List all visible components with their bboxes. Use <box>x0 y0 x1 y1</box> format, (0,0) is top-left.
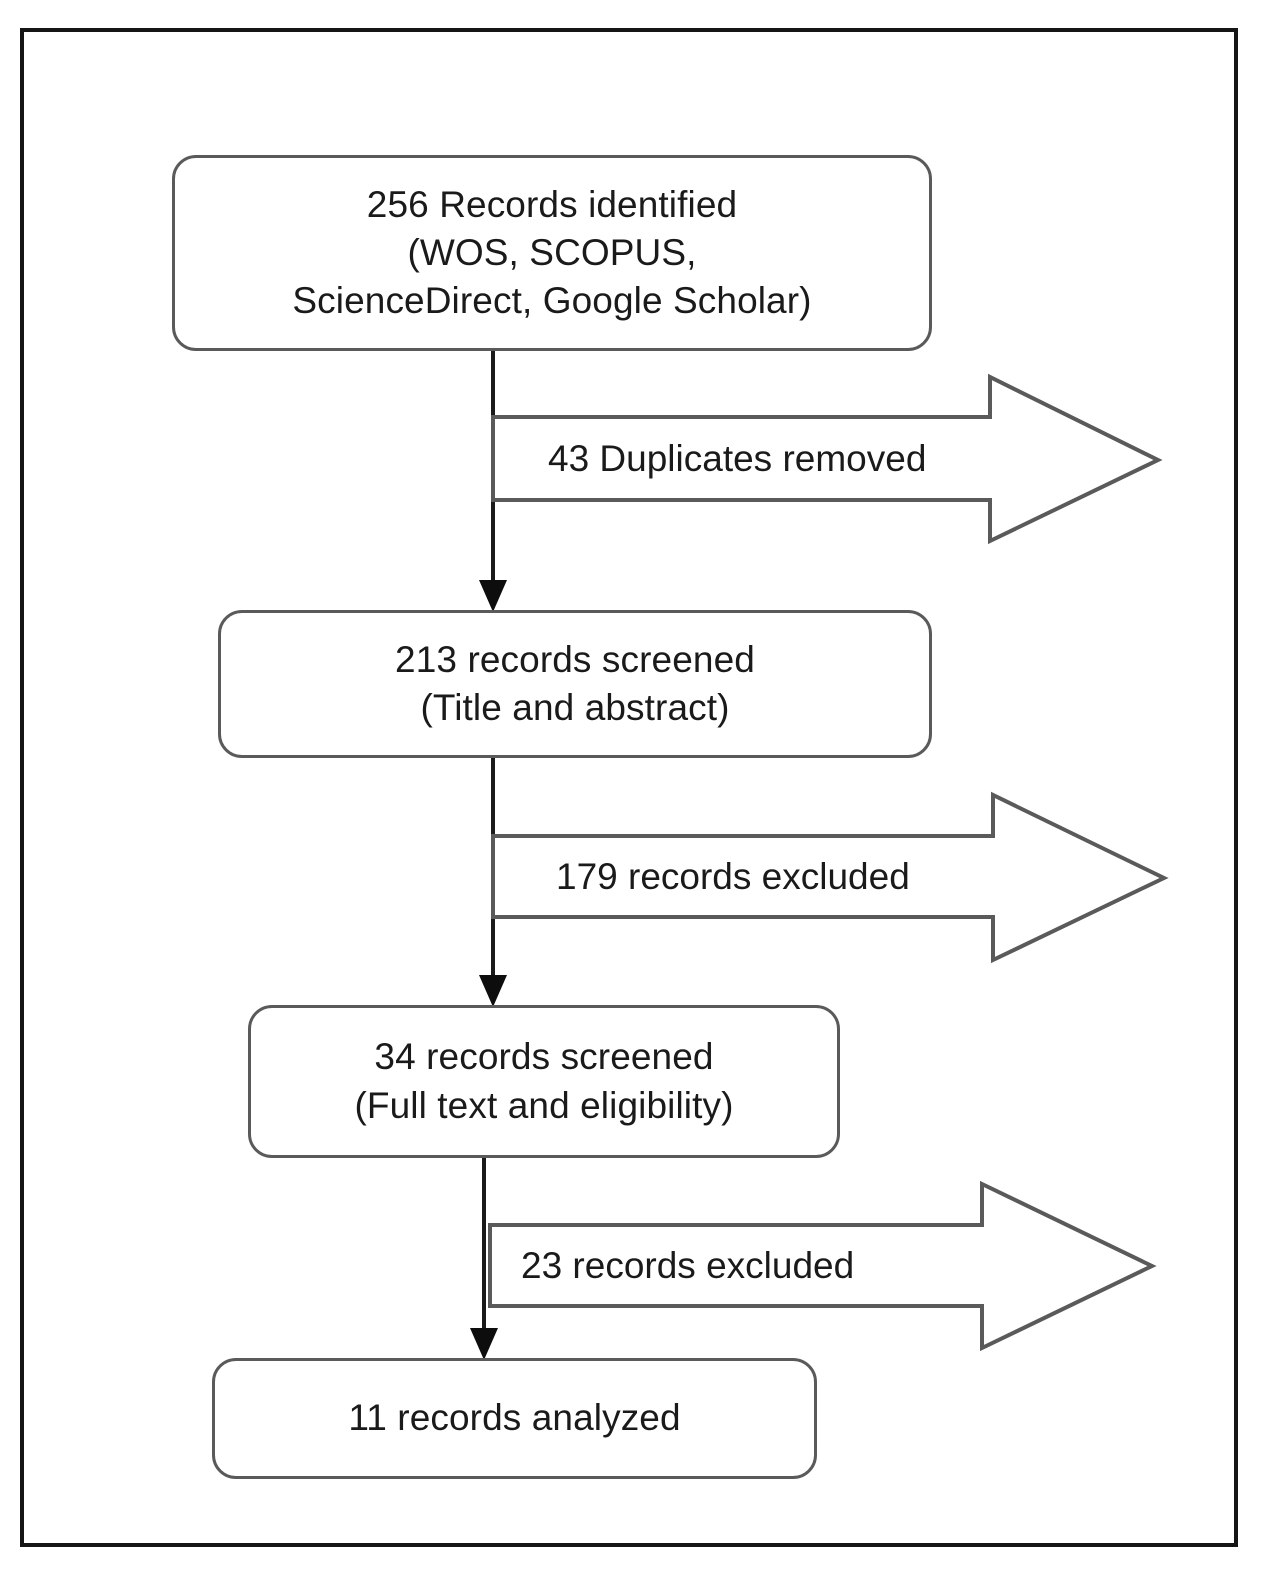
box-line: (WOS, SCOPUS, <box>407 231 697 273</box>
box-records-identified: 256 Records identified (WOS, SCOPUS, Sci… <box>172 155 932 351</box>
box-line: ScienceDirect, Google Scholar) <box>292 280 812 322</box>
box-line: 213 records screened <box>395 638 755 680</box>
arrow-label-duplicates-removed: 43 Duplicates removed <box>548 417 988 501</box>
box-line: 256 Records identified <box>366 183 738 225</box>
box-records-identified-text: 256 Records identified (WOS, SCOPUS, Sci… <box>189 181 915 325</box>
box-line: 34 records screened <box>374 1036 714 1078</box>
arrow-label-records-excluded-eligibility: 23 records excluded <box>521 1225 961 1307</box>
box-records-analyzed-text: 11 records analyzed <box>229 1394 800 1442</box>
box-line: (Title and abstract) <box>420 687 730 728</box>
box-records-screened-fulltext: 34 records screened (Full text and eligi… <box>248 1005 840 1158</box>
box-records-screened-fulltext-text: 34 records screened (Full text and eligi… <box>265 1033 823 1129</box>
box-records-screened-title-abstract: 213 records screened (Title and abstract… <box>218 610 932 758</box>
box-records-screened-title-abstract-text: 213 records screened (Title and abstract… <box>235 636 915 732</box>
box-line: 11 records analyzed <box>348 1397 681 1439</box>
box-records-analyzed: 11 records analyzed <box>212 1358 817 1479</box>
box-line: (Full text and eligibility) <box>354 1084 734 1126</box>
arrow-label-text: 23 records excluded <box>521 1244 855 1286</box>
arrow-label-text: 43 Duplicates removed <box>548 437 927 479</box>
arrow-label-records-excluded-screening: 179 records excluded <box>556 836 996 918</box>
arrow-label-text: 179 records excluded <box>556 855 910 897</box>
